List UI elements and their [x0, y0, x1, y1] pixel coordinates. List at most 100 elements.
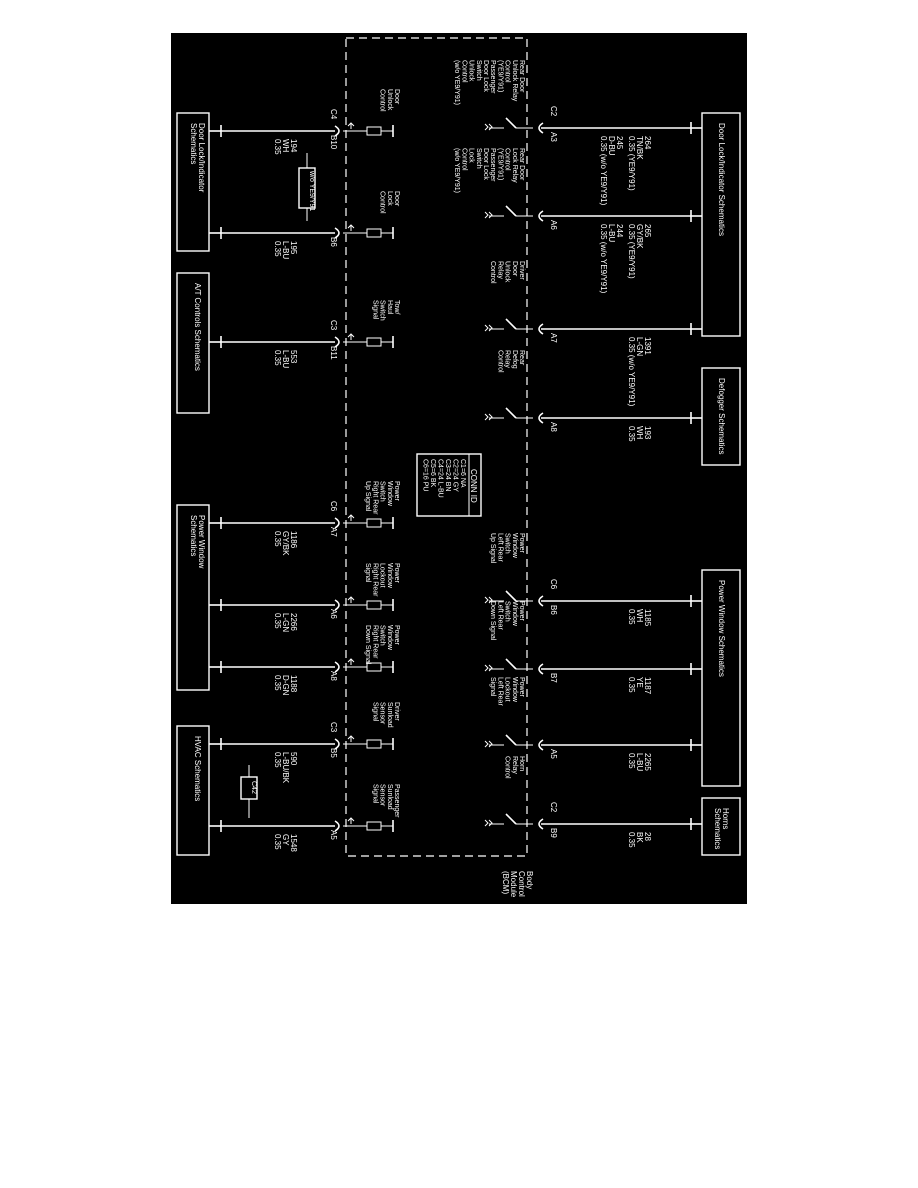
ground-symbol — [484, 664, 493, 672]
schematic-box-label: Door Lock/Indicator — [197, 123, 206, 193]
input-element — [366, 821, 382, 831]
circuit-function-label: Power — [518, 601, 525, 622]
wire-label: 194 — [289, 139, 298, 153]
wire-label-alt: D-BU — [607, 136, 616, 156]
wire-label: 193 — [643, 426, 652, 440]
schematic-box-label: Schematics — [713, 808, 722, 849]
schematic-box-label: Power Window Schematics — [717, 580, 726, 677]
circuit-function-label: Power — [518, 533, 525, 554]
schematic-box-frame — [176, 725, 210, 856]
switch-blade — [505, 658, 517, 670]
schematic-box-frame — [701, 367, 741, 466]
ground-symbol — [484, 123, 493, 131]
conn-id-row: C6=16 PU — [422, 459, 429, 492]
connector-symbol — [538, 412, 544, 424]
circuit-function-label: Signal — [489, 677, 496, 697]
circuit-function-label: (YE9/Y91) — [496, 60, 503, 92]
wire-label: 265 — [643, 224, 652, 238]
input-element — [366, 337, 382, 347]
circuit-function-label: Sensor — [379, 702, 386, 725]
circuit-function-label: Window — [386, 563, 393, 589]
wire-label: 0.35 — [273, 834, 282, 850]
circuit-function-label: Lockout — [504, 677, 511, 702]
pin-label: A5 — [329, 830, 338, 840]
wire-label: 0.35 — [273, 241, 282, 257]
circuit-function-label: Lock Relay — [511, 148, 518, 183]
schematic-box-power-window-top: Power Window Schematics — [701, 569, 741, 787]
wire-label: D-GN — [281, 675, 290, 696]
connector-symbol — [334, 517, 340, 529]
splice-wo-ye9-y91: w/o YE9/Y91 — [298, 153, 316, 221]
connector-symbol — [334, 125, 340, 137]
schematic-box-at-controls: A/T Controls Schematics — [176, 272, 210, 414]
circuit-function-label: Left Rear — [496, 677, 503, 706]
schematic-box-label: Horns — [721, 808, 730, 829]
pin-label: B6 — [329, 237, 338, 247]
connector-label: C6 — [329, 501, 338, 512]
wire-label: L-BU — [281, 350, 290, 368]
connector-symbol — [334, 599, 340, 611]
pin-label: B5 — [329, 748, 338, 758]
switch-blade — [505, 205, 517, 217]
schematic-box-frame — [701, 797, 741, 856]
circuit-function-label: Rear Door — [518, 148, 525, 181]
wire-label-alt: L-BU — [607, 224, 616, 242]
circuit-function-label: Signal — [371, 300, 378, 320]
pin-label: A7 — [549, 333, 558, 343]
circuit-function-label: Sensor — [379, 784, 386, 807]
wire-label: L-GN — [281, 613, 290, 632]
wire-label: 1187 — [643, 677, 652, 695]
circuit-function-label: Left Rear — [496, 601, 503, 630]
connector-symbol — [538, 818, 544, 830]
ground-symbol — [484, 740, 493, 748]
wire-label: WH — [635, 426, 644, 440]
conn-id-box — [416, 453, 482, 517]
splice-box — [240, 776, 258, 800]
conn-id-row: C3=24 BN — [444, 459, 451, 492]
wire-label-alt: 245 — [615, 136, 624, 150]
bcm-name-line: Body — [525, 871, 534, 889]
circuit-driver-sunload: B5C3590L-BU/BK0.35DriverSunloadSensorSig… — [209, 702, 400, 784]
circuit-function-label: Lock — [468, 148, 475, 163]
wire-label: 1185 — [643, 609, 652, 627]
wire-label: 264 — [643, 136, 652, 150]
circuit-function-label: Right Rear — [371, 563, 378, 597]
wire-label: L-GN — [635, 337, 644, 356]
wire-label-alt: 0.35 (w/o YE9/Y91) — [599, 136, 608, 206]
pin-label: A8 — [549, 422, 558, 432]
conn-id-row: C2=24 GY — [452, 459, 459, 492]
circuit-function-label: Lockout — [379, 563, 386, 588]
wire-label: GY — [281, 834, 290, 846]
input-element — [366, 228, 382, 238]
pin-label: B6 — [549, 605, 558, 615]
schematic-box-frame — [176, 112, 210, 252]
connector-symbol — [538, 739, 544, 751]
wire-label: 1548 — [289, 834, 298, 852]
circuit-function-label: Window — [511, 533, 518, 559]
input-element — [366, 600, 382, 610]
circuit-function-label: Power — [393, 563, 400, 584]
splice-c42: C42 — [240, 765, 258, 818]
circuit-function-label: Control — [379, 191, 386, 214]
circuit-function-label: Door — [393, 89, 400, 105]
pin-label: A8 — [329, 671, 338, 681]
bcm-name-line: (BCM) — [501, 871, 510, 894]
circuit-function-label: Control — [504, 148, 511, 171]
pullup-arrow — [347, 122, 355, 129]
pullup-arrow — [347, 224, 355, 231]
wire-label: L-BU — [281, 241, 290, 259]
circuit-function-label: Control — [460, 60, 467, 83]
circuit-function-label: Signal — [364, 563, 371, 583]
circuit-function-label: Unlock — [386, 89, 393, 111]
circuit-function-label: Door Lock — [482, 60, 489, 92]
circuit-function-label: Right Rear — [371, 481, 378, 515]
switch-blade — [505, 318, 517, 330]
